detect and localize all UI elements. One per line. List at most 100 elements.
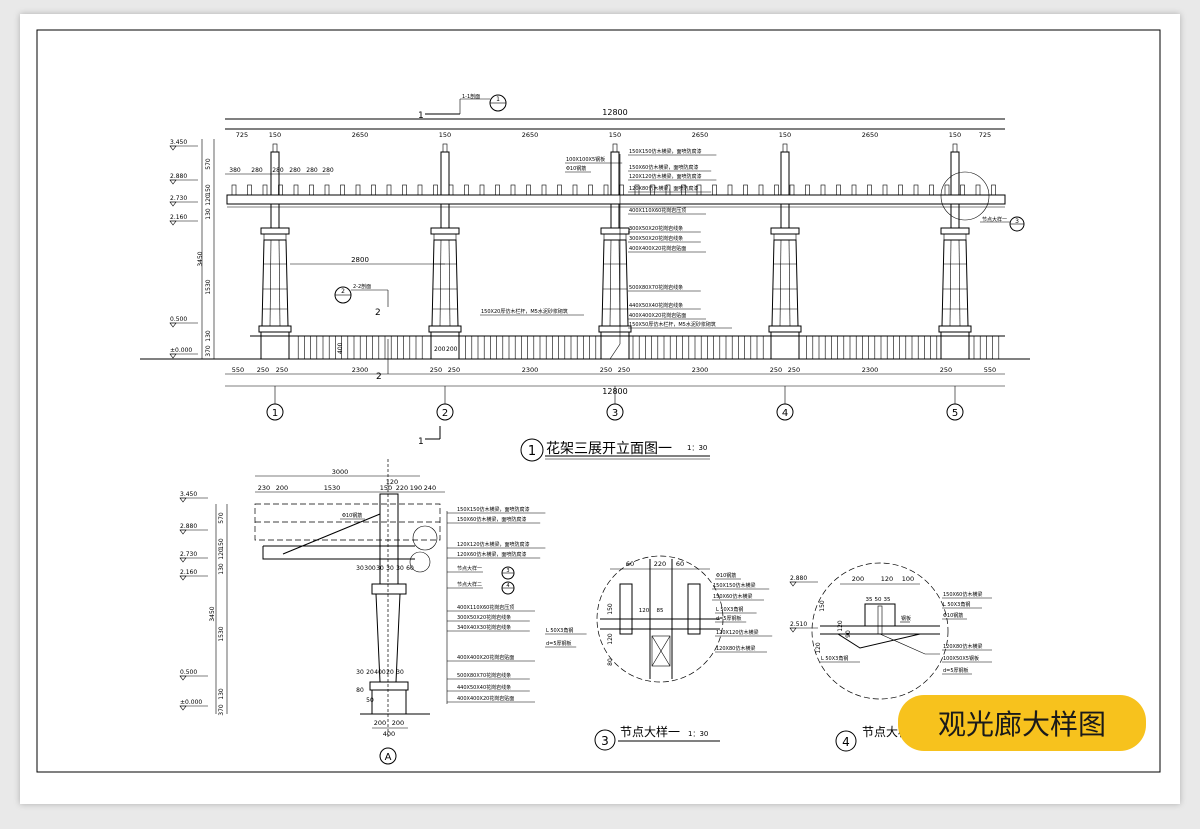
rafter: [355, 184, 361, 196]
detail3-callout: 150X150仿木横梁: [713, 582, 756, 589]
section-level-1: 2.880: [180, 523, 197, 530]
dim-200-a: 200: [434, 346, 446, 353]
section-level-0: 3.450: [180, 491, 197, 498]
bottom-dim: 250: [618, 366, 630, 374]
detail4-side-dim: 120: [837, 620, 844, 632]
section-node-num: 3: [506, 568, 509, 574]
rafter: [495, 184, 500, 196]
rafter: [820, 184, 826, 196]
level-5-symbol: [169, 353, 177, 359]
section-low-dim: 30: [356, 669, 364, 676]
top-dim: 150: [269, 131, 281, 139]
callout: 120X80仿木横梁，面喷防腐漆: [629, 185, 698, 192]
section-low-dim: 30: [396, 669, 404, 676]
rafter: [557, 184, 562, 196]
rafter: [991, 184, 996, 196]
section2-note: 2-2剖面: [353, 283, 371, 290]
side-dim: 120: [205, 194, 212, 206]
column-shaft: [771, 239, 799, 327]
main-beam: [226, 194, 1006, 205]
rafter: [479, 184, 485, 196]
detail3-callout: L 50X3角钢: [546, 627, 573, 634]
detail3-circle: [596, 555, 724, 683]
callout: 150X150仿木横梁，面喷防腐漆: [629, 148, 702, 155]
column-shaft: [431, 239, 459, 327]
callout: 150X60仿木横梁，面喷防腐漆: [629, 164, 698, 171]
column-shaft-line: [609, 239, 612, 327]
section-low-dim: 50: [366, 697, 374, 704]
section-bubble-num: 1: [496, 96, 500, 103]
detail3-inner-dim: 120: [639, 608, 650, 614]
side-dim: 130: [205, 330, 212, 342]
detail4-side-dim: 90: [845, 630, 852, 638]
detail3-side-dim: 150: [607, 603, 614, 615]
detail4-title-bubble: [835, 730, 857, 752]
section-top-dim: 3000: [332, 468, 349, 476]
section-column-base: [369, 681, 409, 691]
rafter: [851, 184, 857, 196]
title-bubble: [520, 438, 544, 462]
rafter: [402, 184, 407, 196]
bottom-dim: 2300: [522, 366, 539, 374]
callout: 400X400X20花岗岩贴面: [629, 312, 686, 319]
column-capital-2: [943, 233, 967, 241]
level-1: 2.880: [170, 173, 187, 180]
section-top-dim: 220: [396, 484, 408, 492]
column-capital: [600, 227, 630, 235]
detail4-side-dim: 120: [815, 642, 822, 654]
section-note: 1-1剖面: [462, 93, 480, 100]
detail4-level-0-symbol: [789, 581, 797, 587]
section-side-dim: 3450: [209, 606, 216, 621]
detail4-level-0: 2.880: [790, 575, 807, 582]
bottom-dim: 250: [276, 366, 288, 374]
rafter: [231, 184, 237, 196]
axis-bubble: [776, 403, 794, 421]
detail4-circle: [811, 562, 949, 700]
detail3-post-right: [687, 583, 701, 635]
top-dim: 725: [979, 131, 991, 139]
section-mid-dim: 300: [364, 565, 376, 572]
rafter: [588, 184, 593, 196]
rafter-dim: 280: [322, 167, 334, 174]
rafter: [247, 184, 252, 196]
rafter: [448, 184, 454, 196]
section-node-circle-2: [409, 551, 431, 573]
callout: 300X50X20花岗岩线条: [629, 225, 683, 232]
rafter: [727, 184, 733, 196]
section-low-dim: 80: [356, 687, 364, 694]
section-column-cap: [371, 583, 407, 595]
section-callout: 150X60仿木横梁，面喷防腐漆: [457, 516, 526, 523]
axis-label: 1: [272, 408, 278, 419]
rafter: [386, 184, 392, 196]
column-neck: [440, 203, 450, 229]
column-shaft-line: [278, 239, 281, 327]
callout: 440X50X40花岗岩线条: [629, 302, 683, 309]
column-neck: [270, 203, 280, 229]
section-top-dim: 190: [410, 484, 422, 492]
section-plinth: [371, 689, 407, 715]
column-capital-2: [603, 233, 627, 241]
level-5: ±0.000: [170, 347, 192, 354]
side-dim: 130: [205, 208, 212, 220]
top-dim: 150: [609, 131, 621, 139]
bottom-dim: 250: [940, 366, 952, 374]
columns: [258, 143, 972, 360]
section-top-dim: 1530: [324, 484, 341, 492]
section-node-num: 4: [506, 583, 509, 589]
column-post: [440, 151, 450, 196]
rebar-note: Φ10钢筋: [342, 512, 362, 519]
section-axis-label: A: [385, 752, 392, 763]
top-dim: 150: [439, 131, 451, 139]
rafter: [309, 184, 314, 196]
rafter: [293, 184, 299, 196]
detail3-post-left: [619, 583, 633, 635]
rafter: [774, 184, 779, 196]
